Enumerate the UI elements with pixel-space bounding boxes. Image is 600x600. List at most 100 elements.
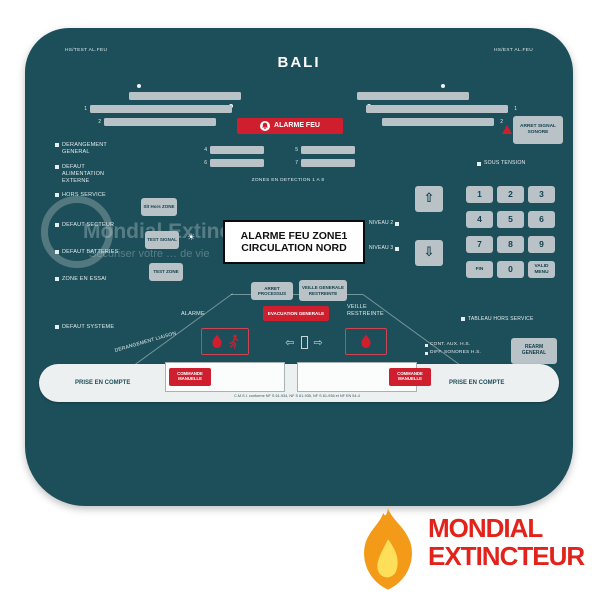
key-0[interactable]: 0 — [497, 261, 524, 278]
arrow-right-icon: ⇨ — [313, 335, 323, 349]
indicator-led — [395, 221, 400, 226]
zone-indicator-bar — [357, 92, 469, 100]
panel-divider-line — [231, 294, 363, 295]
status-defaut-secteur: DEFAUT SECTEUR — [55, 222, 119, 229]
arrow-up-button[interactable]: ⇧ — [415, 186, 443, 212]
fire-alarm-panel: Mondial Extincteur Sécuriser votre … de … — [25, 28, 573, 506]
zone-number: 7 — [295, 160, 298, 166]
arrow-left-icon: ⇦ — [285, 335, 295, 349]
key-fin[interactable]: FIN — [466, 261, 493, 278]
key-2[interactable]: 2 — [497, 186, 524, 203]
sous-tension-label: SOUS TENSION — [484, 160, 526, 166]
zone-indicator-bar — [210, 146, 264, 154]
zone-number: 1 — [84, 106, 87, 112]
zone-number: 1 — [514, 106, 517, 112]
key-valid-menu[interactable]: VALID MENU — [528, 261, 555, 278]
test-zone-button[interactable]: TEST ZONE — [149, 263, 183, 281]
zone-bars-top-right: 1 2 — [357, 92, 517, 131]
tableau-hors-service-indicator: TABLEAU HORS SERVICE — [461, 316, 541, 322]
arret-signal-sonore-button[interactable]: ARRET SIGNAL SONORE — [513, 116, 563, 144]
key-7[interactable]: 7 — [466, 236, 493, 253]
indicator-led — [461, 317, 465, 321]
diffusion-pictograms: ⇦ ⇨ — [271, 330, 337, 354]
zone-indicator-bar — [129, 92, 241, 100]
zone-number: 5 — [295, 147, 298, 153]
evacuation-generale-button[interactable]: EVACUATION GENERALE — [263, 306, 329, 321]
indicator-led — [55, 223, 59, 227]
led-indicator — [441, 84, 445, 88]
key-8[interactable]: 8 — [497, 236, 524, 253]
status-label: DEFAUT SECTEUR — [62, 222, 115, 228]
led-indicator — [137, 84, 141, 88]
indicator-led — [55, 325, 59, 329]
evacuation-pictogram-box — [201, 328, 249, 355]
bell-icon — [260, 121, 271, 131]
key-1[interactable]: 1 — [466, 186, 493, 203]
status-defaut-batteries: DEFAUT BATTERIES — [55, 249, 119, 256]
test-lamp-icon: ☀ — [187, 233, 196, 243]
diff-sonores-label: DIFF. SONORES H.S. — [430, 349, 482, 355]
brand-wordmark: MONDIAL EXTINCTEUR — [428, 513, 585, 572]
indicator-led — [55, 193, 59, 197]
watermark-subtext: Sécuriser votre … de vie — [89, 248, 210, 260]
veille-generale-button[interactable]: VEILLE GENERALE RESTREINTE — [299, 280, 347, 301]
zone-indicator-bar — [90, 105, 232, 113]
status-defaut-alimentation: DEFAUT ALIMENTATION EXTERNE — [55, 164, 119, 185]
zone-number: 4 — [204, 147, 207, 153]
cont-aux-indicators: CONT. AUX. H.S. DIFF. SONORES H.S. — [425, 342, 481, 356]
alarme-label: ALARME — [181, 311, 205, 317]
zone-indicator-bar — [210, 159, 264, 167]
niveau3-label: NIVEAU 3 — [369, 245, 394, 251]
zones-detection-caption: ZONES EN DETECTION 1 A 8 — [251, 178, 325, 183]
niveau3-indicator: NIVEAU 3 — [369, 245, 400, 251]
zone-indicator-bar — [366, 105, 508, 113]
derangement-liaison-label: DERANGEMENT LIAISON — [114, 330, 178, 354]
brand-flame-icon — [352, 508, 424, 597]
rearm-general-button[interactable]: REARM GENERAL — [511, 338, 557, 364]
indicator-led — [55, 250, 59, 254]
key-6[interactable]: 6 — [528, 211, 555, 228]
zone-number: 6 — [204, 160, 207, 166]
status-hors-service: HORS SERVICE — [55, 192, 119, 199]
key-4[interactable]: 4 — [466, 211, 493, 228]
hors-zone-button[interactable]: Slt Hors ZONE — [141, 198, 177, 216]
lcd-display: ALARME FEU ZONE1 CIRCULATION NORD — [223, 220, 365, 264]
alert-triangle-icon — [502, 125, 512, 134]
detection-zone-bars: 4 5 6 7 — [201, 146, 355, 172]
zone-indicator-bar — [104, 118, 216, 126]
status-label: DEFAUT SYSTEME — [62, 324, 115, 330]
flame-icon — [211, 334, 223, 349]
commande-manuelle-left-button[interactable]: COMMANDE MANUELLE — [169, 368, 211, 386]
top-right-label: HS/EXT AL.FEU — [493, 48, 533, 53]
status-label: DERANGEMENT GENERAL — [62, 142, 107, 155]
key-9[interactable]: 9 — [528, 236, 555, 253]
lcd-line2: CIRCULATION NORD — [241, 242, 347, 254]
arrow-down-button[interactable]: ⇩ — [415, 240, 443, 266]
tableau-hors-service-label: TABLEAU HORS SERVICE — [468, 316, 534, 322]
numeric-keypad: 1 2 3 4 5 6 7 8 9 FIN 0 VALID MENU — [466, 186, 555, 278]
sous-tension-indicator: SOUS TENSION — [477, 160, 526, 167]
status-label: HORS SERVICE — [62, 192, 106, 198]
test-signal-button[interactable]: TEST SIGNAL — [145, 231, 179, 249]
cont-aux-label: CONT. AUX. H.S. — [430, 342, 471, 347]
brand-line1: MONDIAL — [428, 513, 543, 543]
brand-line2: EXTINCTEUR — [428, 541, 585, 572]
arret-processus-button[interactable]: ARRET PROCESSUS — [251, 282, 293, 300]
compliance-footnote: C.M.S.I. conforme NF S 61-934, NF S 61-9… — [234, 394, 360, 398]
status-label: DEFAUT ALIMENTATION EXTERNE — [62, 164, 105, 184]
key-5[interactable]: 5 — [497, 211, 524, 228]
flame-icon — [360, 334, 372, 349]
status-zone-en-essai: ZONE EN ESSAI — [55, 276, 119, 283]
indicator-led — [425, 343, 428, 347]
running-man-icon — [227, 334, 240, 349]
watermark-circle — [41, 196, 113, 268]
lcd-line1: ALARME FEU ZONE1 — [240, 230, 348, 242]
prise-en-compte-left-label: PRISE EN COMPTE — [75, 380, 131, 386]
niveau2-indicator: NIVEAU 2 — [369, 220, 400, 226]
alarme-feu-indicator: ALARME FEU — [237, 118, 343, 134]
indicator-led — [425, 351, 428, 355]
key-3[interactable]: 3 — [528, 186, 555, 203]
prise-en-compte-right-label: PRISE EN COMPTE — [449, 380, 505, 386]
niveau2-label: NIVEAU 2 — [369, 220, 394, 226]
commande-manuelle-right-button[interactable]: COMMANDE MANUELLE — [389, 368, 431, 386]
